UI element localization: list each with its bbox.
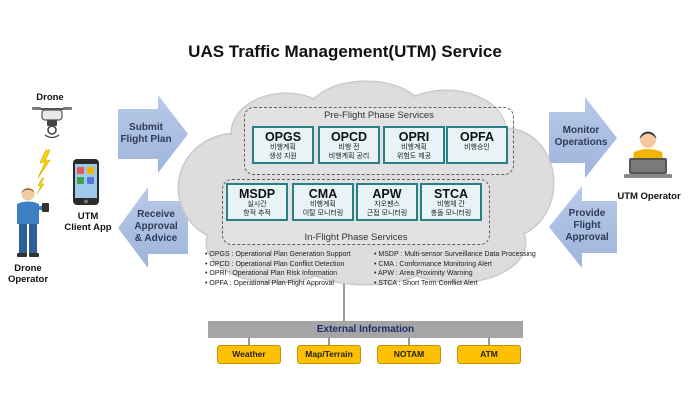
monitor-arrow [549, 97, 617, 178]
page-title: UAS Traffic Management(UTM) Service [188, 42, 502, 61]
service-code: OPGS [264, 130, 302, 144]
monitor-operations-label: Monitor Operations [554, 125, 608, 148]
service-code: APW [372, 187, 402, 201]
source-notam: NOTAM [377, 345, 441, 364]
legend-item: • APW : Area Proximity Warning [374, 270, 473, 277]
service-opfa: OPFA 비행승인 [446, 126, 508, 164]
service-stca: STCA 비행체 간 충돌 모니터링 [420, 183, 482, 221]
legend-in-flight: • MSDP : Multi-sensor Surveillance Data … [374, 250, 536, 288]
service-desc: 비행 전 비행계획 공리 [328, 144, 370, 160]
legend-item: • OPCD : Operational Plan Conflict Detec… [205, 260, 345, 268]
service-code: STCA [433, 187, 469, 201]
drone-operator-label: Drone Operator [7, 263, 49, 285]
legend-item: • MSDP : Multi-sensor Surveillance Data … [374, 251, 536, 258]
drone-icon [32, 107, 72, 139]
service-desc: 비행계획 위험도 제공 [396, 144, 432, 160]
service-code: OPFA [459, 130, 495, 144]
receive-approval-label: Receive Approval & Advice [134, 209, 178, 244]
smartphone-icon [73, 159, 99, 205]
provide-approval-label: Provide Flight Approval [565, 208, 609, 243]
legend-item: • STCA : Short Term Conflict Alert [374, 279, 478, 287]
service-code: CMA [308, 187, 338, 201]
submit-flight-plan-label: Submit Flight Plan [120, 122, 172, 145]
submit-arrow [118, 95, 188, 173]
provide-arrow [549, 186, 617, 268]
source-map-terrain: Map/Terrain [297, 345, 361, 364]
legend-item: • CMA : Conformance Monitoring Alert [374, 260, 492, 268]
service-desc: 실시간 항적 추적 [243, 201, 271, 217]
service-desc: 비행계획 생성 지원 [269, 144, 297, 160]
service-desc: 비행체 간 충돌 모니터링 [430, 201, 472, 217]
utm-operator-label: UTM Operator [617, 191, 681, 202]
service-opgs: OPGS 비행계획 생성 지원 [252, 126, 314, 164]
service-desc: 지오펜스 근접 모니터링 [366, 201, 408, 217]
receive-arrow [118, 187, 188, 268]
source-weather: Weather [217, 345, 281, 364]
legend-item: • OPRI : Operational Plan Risk Informati… [205, 270, 338, 277]
drone-operator-icon [17, 187, 49, 257]
service-code: OPCD [330, 130, 368, 144]
legend-item: • OPGS : Operational Plan Generation Sup… [205, 251, 351, 258]
legend-pre-flight: • OPGS : Operational Plan Generation Sup… [205, 250, 351, 288]
drone-label: Drone [36, 92, 64, 103]
utm-operator-icon [624, 131, 672, 178]
utm-client-app-label: UTM Client App [64, 211, 112, 233]
signal-bolt-icon [36, 177, 45, 195]
source-atm: ATM [457, 345, 521, 364]
pre-flight-phase-label: Pre-Flight Phase Services [324, 110, 434, 121]
service-desc: 비행승인 [464, 144, 490, 151]
external-information-bar: External Information [208, 321, 523, 338]
service-cma: CMA 비행계획 이탈 모니터링 [292, 183, 354, 221]
service-opri: OPRI 비행계획 위험도 제공 [383, 126, 445, 164]
in-flight-phase-label: In-Flight Phase Services [304, 232, 408, 243]
service-opcd: OPCD 비행 전 비행계획 공리 [318, 126, 380, 164]
service-desc: 비행계획 이탈 모니터링 [302, 201, 344, 217]
signal-bolt-icon [37, 149, 51, 179]
legend-item: • OPFA : Operational Plan Flight Approva… [205, 279, 334, 287]
service-apw: APW 지오펜스 근접 모니터링 [356, 183, 418, 221]
service-code: OPRI [398, 130, 430, 144]
service-msdp: MSDP 실시간 항적 추적 [226, 183, 288, 221]
service-code: MSDP [238, 187, 276, 201]
